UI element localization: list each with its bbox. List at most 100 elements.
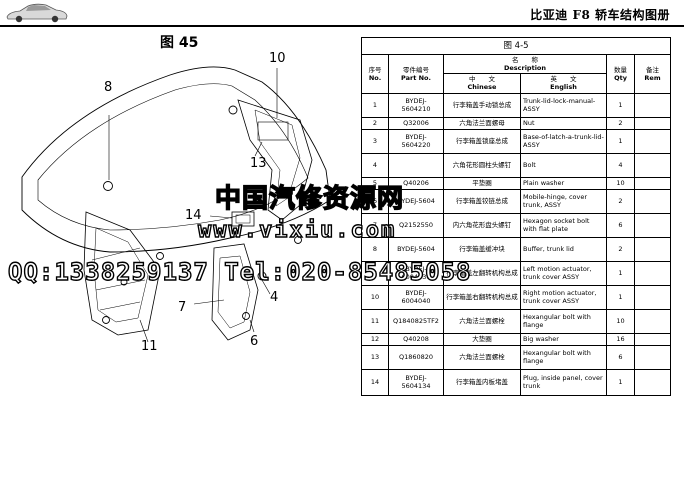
row-remark [634,92,671,118]
row-qty: 1 [606,368,635,396]
trunk-lid-exploded-diagram [21,66,331,343]
row-name-english: Big washer [520,332,607,346]
callout-6: 6 [250,334,259,349]
row-name-english: Hexagon socket bolt with flat plate [520,212,607,238]
row-qty: 10 [606,308,635,334]
row-qty: 10 [606,176,635,190]
row-no: 4 [361,152,389,178]
row-name-english: Plain washer [520,176,607,190]
row-no: 8 [361,236,389,262]
row-remark [634,368,671,396]
row-remark [634,116,671,130]
figure-label: 图 45 [160,35,199,51]
row-name-chinese: 行李箱盖手动锁总成 [443,92,521,118]
row-part-no: BYDEJ-5604134 [388,368,444,396]
row-qty: 1 [606,128,635,154]
row-qty: 2 [606,188,635,214]
row-name-chinese: 行李箱盖锁座总成 [443,128,521,154]
row-remark [634,332,671,346]
row-qty: 1 [606,92,635,118]
callout-4: 4 [270,290,279,305]
row-remark [634,308,671,334]
row-qty: 2 [606,116,635,130]
row-name-chinese: 行李箱盖左翻转机构总成 [443,260,521,286]
row-part-no: BYDEJ-5604 [388,236,444,262]
book-title: 比亚迪 F8 轿车结构图册 [530,8,670,22]
callout-14: 14 [185,208,202,223]
row-remark [634,176,671,190]
row-remark [634,128,671,154]
row-qty: 6 [606,212,635,238]
row-qty: 6 [606,344,635,370]
row-part-no: Q40208 [388,332,444,346]
row-qty: 2 [606,236,635,262]
row-qty: 1 [606,260,635,286]
row-name-english: Bolt [520,152,607,178]
row-no: 13 [361,344,389,370]
row-name-english: Nut [520,116,607,130]
row-name-english: Base-of-latch-a-trunk-lid-ASSY [520,128,607,154]
row-no: 12 [361,332,389,346]
row-qty: 4 [606,152,635,178]
row-remark [634,236,671,262]
row-name-chinese: 行李箱盖铰链总成 [443,188,521,214]
callout-7: 7 [178,300,187,315]
row-qty: 16 [606,332,635,346]
row-name-english: Right motion actuator, trunk cover ASSY [520,284,607,310]
row-part-no [388,152,444,178]
row-part-no: BYDEJ-5604210 [388,92,444,118]
row-part-no: BYDEJ-5604 [388,188,444,214]
callout-13: 13 [250,156,267,171]
header-rule [0,25,684,27]
row-no: 14 [361,368,389,396]
row-remark [634,260,671,286]
row-part-no: Q2152550 [388,212,444,238]
row-no: 6 [361,188,389,214]
row-part-no: Q40206 [388,176,444,190]
callout-10: 10 [269,51,286,66]
row-no: 3 [361,128,389,154]
row-name-chinese: 平垫圈 [443,176,521,190]
row-remark [634,284,671,310]
row-no: 7 [361,212,389,238]
row-remark [634,344,671,370]
car-silhouette-icon [6,3,68,23]
row-name-chinese: 六角法兰面螺栓 [443,344,521,370]
page-header: 比亚迪 F8 轿车结构图册 [0,0,684,30]
row-name-english: Hexangular bolt with flange [520,308,607,334]
row-name-chinese: 六角法兰面螺母 [443,116,521,130]
callout-8: 8 [104,80,113,95]
row-name-chinese: 行李箱盖右翻转机构总成 [443,284,521,310]
row-part-no: Q1860820 [388,344,444,370]
row-name-chinese: 六角花形圆柱头螺钉 [443,152,521,178]
row-no: 10 [361,284,389,310]
row-name-english: Mobile-hinge, cover trunk, ASSY [520,188,607,214]
row-name-english: Buffer, trunk lid [520,236,607,262]
row-no: 1 [361,92,389,118]
row-name-chinese: 行李箱盖缓冲块 [443,236,521,262]
row-part-no: BYDEJ-5604220 [388,128,444,154]
row-part-no: BYDEJ-6004030 [388,260,444,286]
row-part-no: BYDEJ-6004040 [388,284,444,310]
row-name-chinese: 行李箱盖内板堵盖 [443,368,521,396]
row-part-no: Q32006 [388,116,444,130]
row-no: 5 [361,176,389,190]
row-remark [634,152,671,178]
row-no: 11 [361,308,389,334]
